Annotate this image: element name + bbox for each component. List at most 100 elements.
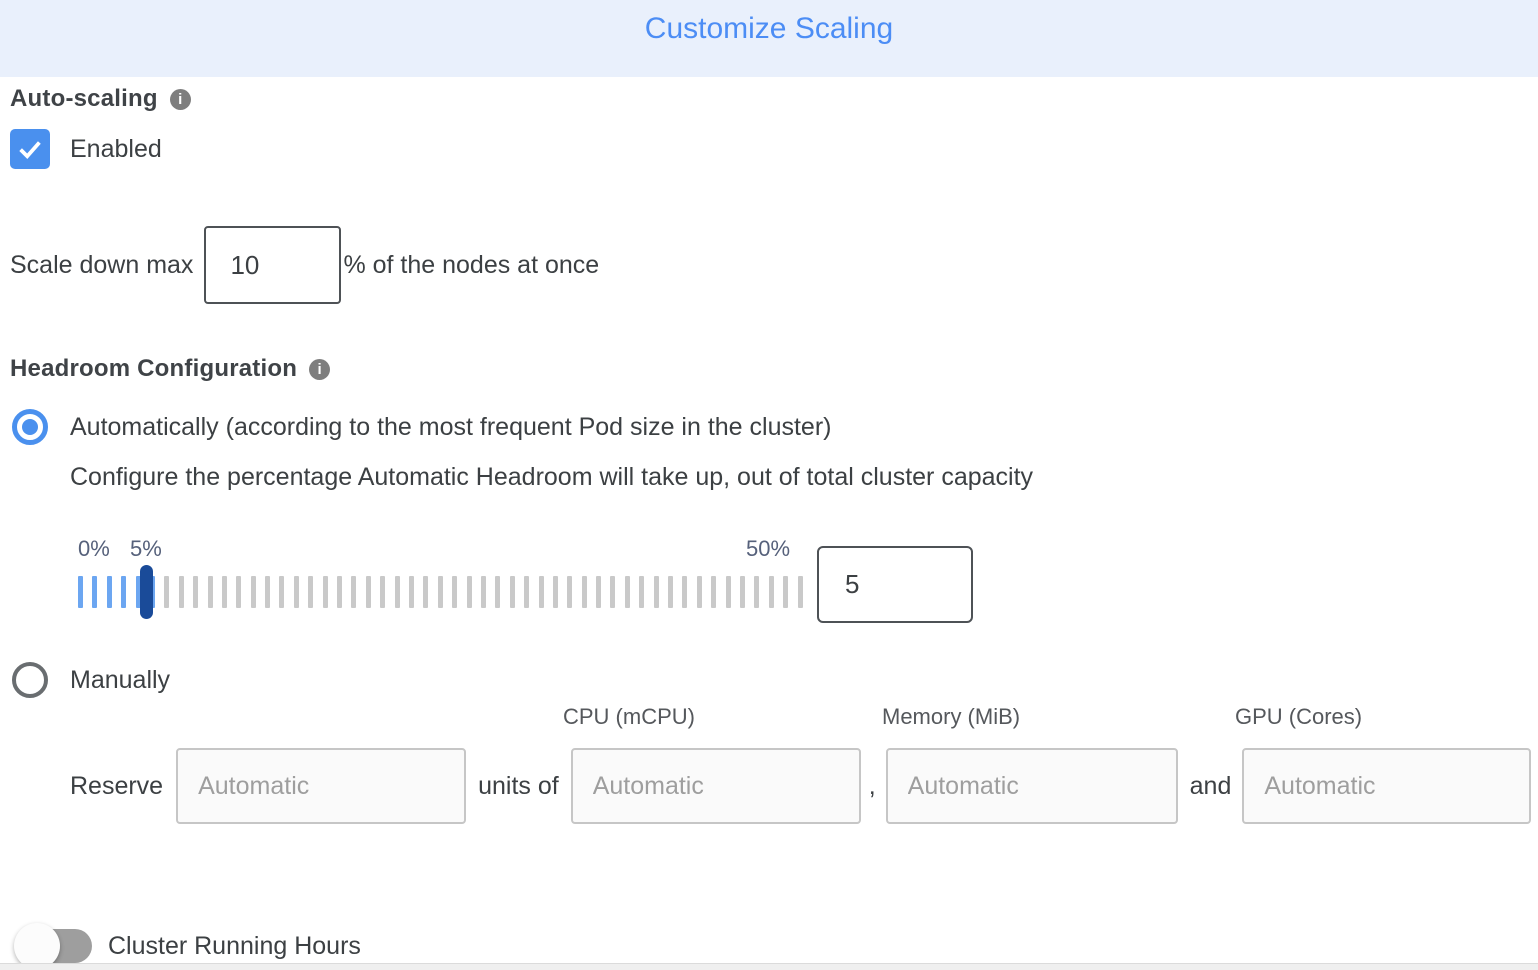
units-of-label: units of [478,771,559,800]
scale-down-row: Scale down max % of the nodes at once [10,226,1538,304]
slider-tick[interactable] [495,576,501,608]
scale-down-prefix-label: Scale down max [10,250,194,279]
headroom-percentage-input[interactable] [817,546,973,623]
slider-tick[interactable] [696,576,702,608]
reserve-label: Reserve [70,771,164,800]
slider-tick[interactable] [682,576,688,608]
slider-tick[interactable] [236,576,242,608]
slider-tick[interactable] [193,576,199,608]
manually-radio-button[interactable] [12,662,48,698]
reserve-inputs-row: Reserve units of , and [70,748,1532,824]
slider-tick[interactable] [135,576,141,608]
info-icon[interactable]: i [169,88,191,110]
scale-down-suffix-label: % of the nodes at once [343,250,600,279]
slider-tick[interactable] [293,576,299,608]
manual-headroom-reserve-section: CPU (mCPU) Memory (MiB) GPU (Cores) Rese… [10,704,1532,826]
slider-tick[interactable] [668,576,674,608]
slider-tick[interactable] [725,576,731,608]
slider-tick[interactable] [394,576,400,608]
toggle-knob[interactable] [14,923,60,969]
checkmark-icon [19,141,41,159]
slider-tick[interactable] [380,576,386,608]
slider-tick[interactable] [308,576,314,608]
slider-tick[interactable] [423,576,429,608]
slider-tick[interactable] [337,576,343,608]
and-separator: and [1189,771,1232,800]
slider-tick[interactable] [250,576,256,608]
headroom-automatic-option-row: Automatically (according to the most fre… [10,409,1538,445]
cluster-running-hours-label[interactable]: Cluster Running Hours [108,931,361,960]
slider-handle[interactable] [140,565,153,619]
headroom-configuration-label: Headroom Configuration [10,355,298,382]
auto-scaling-checkbox[interactable] [10,129,50,169]
slider-tick[interactable] [452,576,458,608]
slider-tick[interactable] [121,576,127,608]
cluster-running-hours-toggle[interactable] [10,923,92,969]
page-title: Customize Scaling [644,12,894,45]
gpu-column-header: GPU (Cores) [1235,704,1363,729]
slider-min-label: 0% [78,536,110,561]
memory-column-header: Memory (MiB) [882,704,1021,729]
slider-max-label: 50% [746,536,791,561]
headroom-percentage-slider: 0% 5% 50% [78,536,1078,628]
automatic-radio-button[interactable] [12,409,48,445]
slider-tick[interactable] [768,576,774,608]
reserve-memory-input[interactable] [885,748,1178,824]
slider-tick[interactable] [408,576,414,608]
slider-tick[interactable] [538,576,544,608]
reserve-cpu-input[interactable] [570,748,861,824]
reserve-gpu-input[interactable] [1242,748,1532,824]
slider-tick[interactable] [610,576,616,608]
automatic-radio-label[interactable]: Automatically (according to the most fre… [70,412,832,441]
slider-tick[interactable] [596,576,602,608]
slider-tick[interactable] [178,576,184,608]
cluster-running-hours-row: Cluster Running Hours [10,923,1538,969]
slider-tick[interactable] [164,576,170,608]
cpu-column-header: CPU (mCPU) [563,704,695,729]
auto-scaling-checkbox-label[interactable]: Enabled [70,134,162,163]
slider-tick[interactable] [624,576,630,608]
section-divider [0,963,1538,970]
dialog-body: Auto-scaling i Enabled Scale down max % … [0,85,1538,969]
slider-current-value-label: 5% [130,536,162,561]
radio-selected-dot [22,419,38,435]
slider-tick[interactable] [106,576,112,608]
dialog-header: Customize Scaling [0,0,1538,77]
auto-scaling-label: Auto-scaling [10,85,158,112]
headroom-manual-option-row: Manually [10,662,1538,698]
headroom-slider-ticks[interactable] [78,576,803,608]
slider-tick[interactable] [365,576,371,608]
reserve-units-input[interactable] [176,748,467,824]
slider-tick[interactable] [754,576,760,608]
slider-tick[interactable] [739,576,745,608]
auto-scaling-section-header: Auto-scaling i [10,85,1538,113]
slider-tick[interactable] [567,576,573,608]
slider-tick[interactable] [797,576,803,608]
slider-tick[interactable] [78,576,83,608]
auto-scaling-enabled-row: Enabled [10,129,1538,169]
slider-tick[interactable] [466,576,472,608]
slider-tick[interactable] [783,576,789,608]
slider-tick[interactable] [221,576,227,608]
slider-tick[interactable] [480,576,486,608]
slider-tick[interactable] [524,576,530,608]
slider-tick[interactable] [581,576,587,608]
slider-tick[interactable] [92,576,98,608]
slider-tick[interactable] [509,576,515,608]
slider-tick[interactable] [279,576,285,608]
slider-tick[interactable] [437,576,443,608]
slider-tick[interactable] [207,576,213,608]
headroom-section-header: Headroom Configuration i [10,355,1538,383]
slider-tick[interactable] [639,576,645,608]
slider-tick[interactable] [265,576,271,608]
slider-tick[interactable] [351,576,357,608]
info-icon[interactable]: i [309,358,331,380]
manually-radio-label[interactable]: Manually [70,665,171,694]
slider-tick[interactable] [322,576,328,608]
slider-tick[interactable] [711,576,717,608]
slider-tick[interactable] [653,576,659,608]
comma-separator: , [868,771,876,800]
slider-tick[interactable] [552,576,558,608]
scale-down-max-input[interactable] [204,226,342,304]
automatic-headroom-description: Configure the percentage Automatic Headr… [70,463,1034,491]
